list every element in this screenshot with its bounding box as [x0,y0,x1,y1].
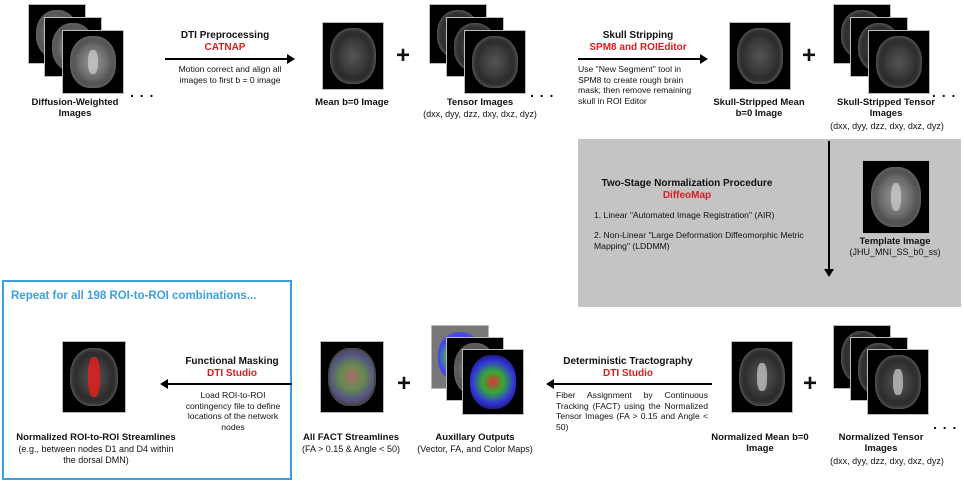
norm-item-1: 1. Linear "Automated Image Registration"… [594,210,775,220]
ss-tensor-label: Skull-Stripped Tensor Images [836,97,935,119]
step1-title: DTI Preprocessing [180,30,270,41]
norm-title: Two-Stage Normalization Procedure [601,178,773,189]
tract-title: Deterministic Tractography [563,356,693,367]
mean-b0-image [322,22,384,90]
norm-tensor-image-3 [867,349,929,415]
repeat-box [2,280,292,480]
ss-tensor-more-dots: . . . [932,84,957,100]
plus-1: + [396,42,411,69]
norm-tensor-label: Normalized Tensor Images [838,432,924,454]
tensor-image-3 [464,30,526,94]
ss-tensor-image-3 [868,30,930,94]
norm-mean-image [731,341,793,413]
fact-sub: (FA > 0.15 & Angle < 50) [301,444,401,454]
step2-arrow [578,54,708,64]
template-label: Template Image [859,236,931,247]
masking-arrow [160,379,292,389]
roi-label: Normalized ROI-to-ROI Streamlines [16,432,176,443]
tract-desc: Fiber Assignment by Continuous Tracking … [556,390,708,432]
masking-title: Functional Masking [185,356,279,367]
template-sub: (JHU_MNI_SS_b0_ss) [849,247,941,257]
norm-mean-label: Normalized Mean b=0 Image [711,432,809,454]
aux-sub: (Vector, FA, and Color Maps) [417,444,533,454]
roi-sub: (e.g., between nodes D1 and D4 within th… [18,444,174,465]
tensor-sub: (dxx, dyy, dzz, dxy, dxz, dyz) [423,109,537,119]
roi-streamlines-image [62,341,126,413]
repeat-text: Repeat for all 198 ROI-to-ROI combinatio… [11,290,257,302]
ss-mean-label: Skull-Stripped Mean b=0 Image [713,97,805,119]
plus-3: + [397,370,412,397]
norm-arrow-down [824,141,834,277]
masking-desc: Load ROI-to-ROI contingency file to defi… [185,390,281,432]
dwi-image-3 [62,30,124,94]
step2-title: Skull Stripping [602,30,674,41]
step2-tool: SPM8 and ROIEditor [589,42,687,53]
fact-streamlines-image [320,341,384,413]
tensor-more-dots: . . . [530,84,555,100]
step1-tool: CATNAP [204,42,246,53]
tract-arrow [546,379,712,389]
step1-desc: Motion correct and align all images to f… [178,64,282,85]
norm-tensor-more-dots: . . . [933,416,958,432]
ss-mean-image [729,22,791,90]
fact-label: All FACT Streamlines [302,432,400,443]
norm-tool: DiffeoMap [662,190,712,201]
aux-color-map [462,349,524,415]
step1-arrow [165,54,295,64]
norm-item-2: 2. Non-Linear "Large Deformation Diffeom… [594,230,804,251]
tensor-label: Tensor Images [446,97,514,108]
norm-tensor-sub: (dxx, dyy, dzz, dxy, dxz, dyz) [830,456,944,466]
template-image [862,160,930,234]
dwi-more-dots: . . . [130,84,155,100]
tract-tool: DTI Studio [603,368,653,379]
step2-desc: Use "New Segment" tool in SPM8 to create… [578,64,692,106]
masking-tool: DTI Studio [207,368,257,379]
mean-b0-label: Mean b=0 Image [315,97,389,108]
ss-tensor-sub: (dxx, dyy, dzz, dxy, dxz, dyz) [830,121,944,131]
dwi-label: Diffusion-Weighted Images [31,97,119,119]
plus-4: + [803,370,818,397]
aux-label: Auxillary Outputs [435,432,515,443]
plus-2: + [802,42,817,69]
